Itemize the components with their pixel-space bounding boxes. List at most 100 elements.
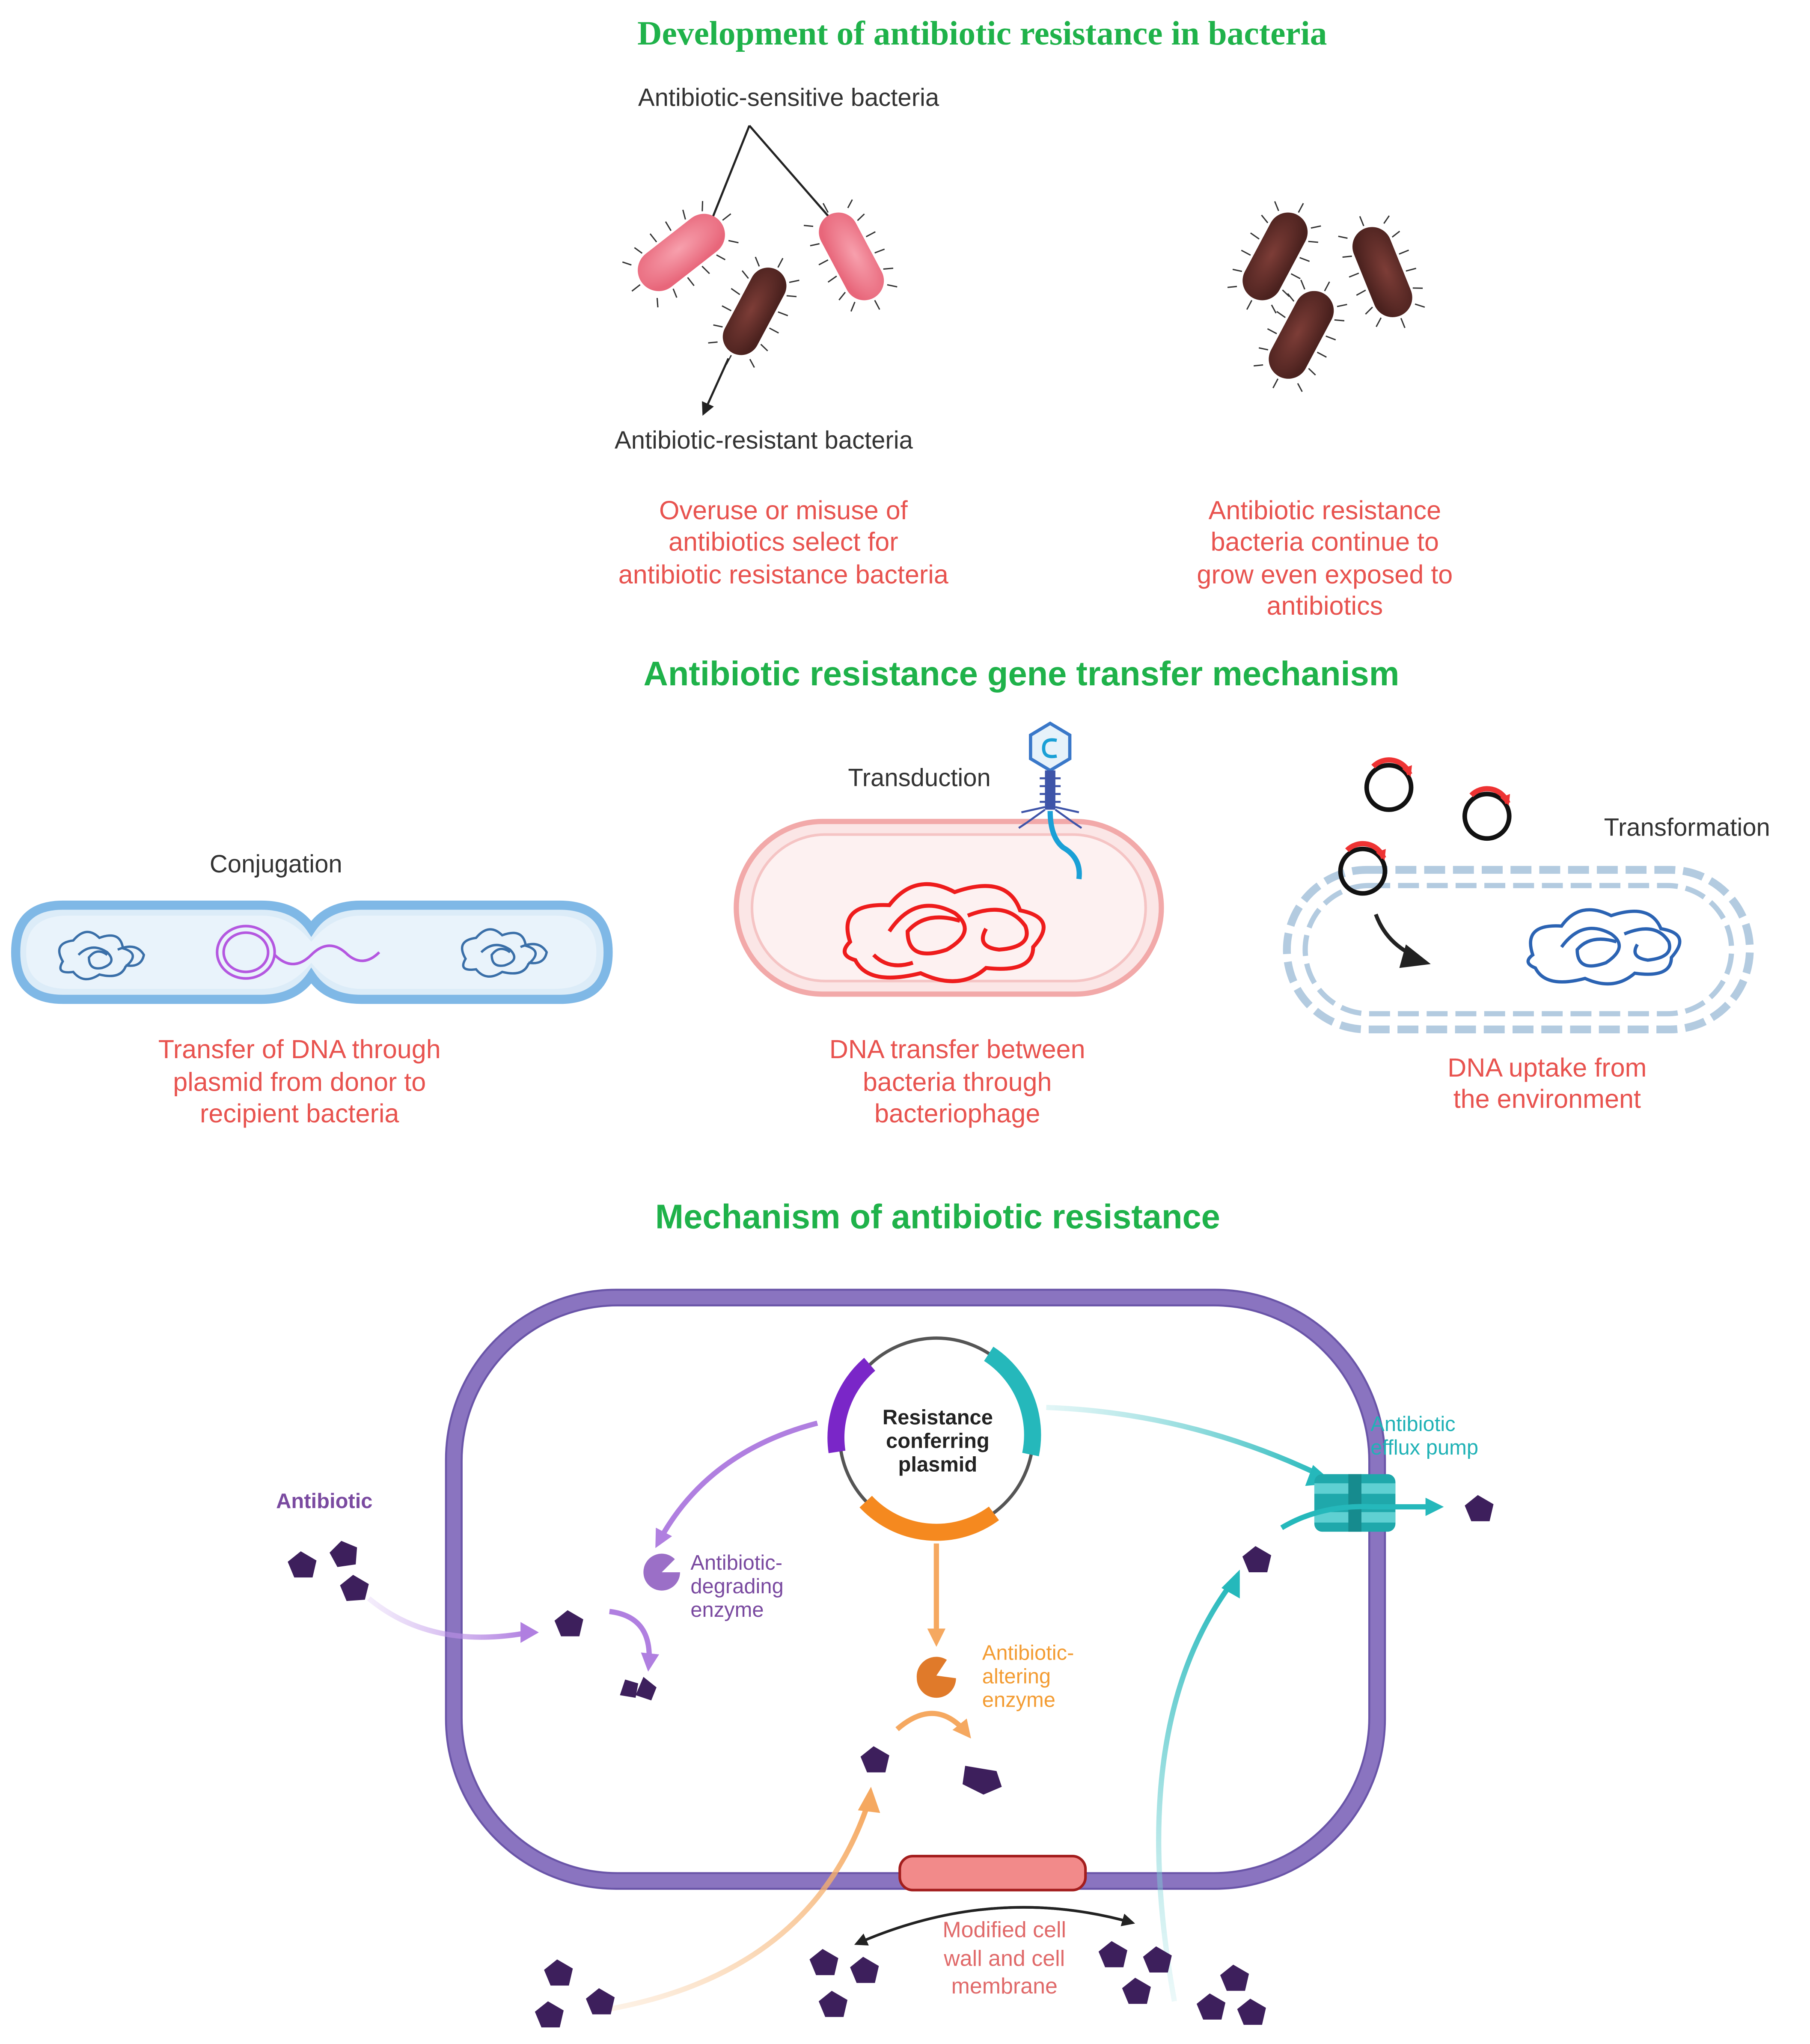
section-title-mechanism: Mechanism of antibiotic resistance	[655, 1197, 1220, 1235]
arrow-efflux-out	[1280, 1497, 1444, 1530]
arrow-wall-left	[854, 1906, 1133, 1946]
plasmid-label: Resistance conferring plasmid	[883, 1406, 993, 1476]
dna-blue-icon	[1526, 908, 1682, 986]
arrow-degradation	[609, 1609, 660, 1672]
antibiotic-molecule-icon	[340, 1575, 369, 1601]
antibiotic-molecule-icon	[1242, 1546, 1272, 1572]
antibiotic-molecule-icon	[1237, 1999, 1266, 2025]
antibiotic-molecule-icon	[962, 1766, 1002, 1795]
brown-bacterium	[708, 256, 799, 368]
antibiotic-molecule-icon	[544, 1959, 573, 1986]
brown-bacterium	[1227, 201, 1321, 314]
wall-label-line: Modified cell	[942, 1917, 1066, 1942]
altering-enzyme-label: Antibiotic- altering enzyme	[982, 1642, 1074, 1712]
chromosome-dna-icon	[58, 931, 146, 981]
plasmid-label-line: conferring	[886, 1430, 990, 1453]
arrow-antibiotic-entry-orange	[601, 1801, 871, 2013]
label-conjugation: Conjugation	[210, 850, 342, 878]
altering-enzyme-icon	[916, 1657, 956, 1698]
bacteriophage-icon	[1018, 721, 1082, 880]
enzyme-label-line: Antibiotic-	[690, 1551, 782, 1574]
chromosome-dna-icon	[461, 928, 548, 978]
antibiotic-molecule-icon	[330, 1541, 357, 1567]
antibiotic-molecule-icon	[1465, 1495, 1494, 1521]
arrow-plasmid-to-degrading-enzyme	[655, 1420, 818, 1548]
wall-label-line: wall and cell	[943, 1946, 1065, 1971]
label-transduction: Transduction	[848, 764, 990, 792]
caption-line: recipient bacteria	[200, 1099, 399, 1128]
arrow-antibiotic-to-pump	[1156, 1581, 1234, 2002]
modified-wall-label: Modified cell wall and cell membrane	[942, 1917, 1066, 1998]
antibiotic-molecule-icon	[1143, 1946, 1172, 1973]
caption-line: Overuse or misuse of	[659, 496, 908, 525]
enzyme-label-line: degrading	[690, 1575, 783, 1598]
degrading-enzyme-icon	[643, 1553, 680, 1591]
arrow-head-icon	[1221, 1569, 1240, 1599]
caption-line: Transfer of DNA through	[158, 1035, 441, 1064]
caption-line: Antibiotic resistance	[1209, 496, 1441, 525]
antibiotic-molecule-icon	[288, 1551, 317, 1578]
degrading-enzyme-label: Antibiotic- degrading enzyme	[690, 1551, 783, 1622]
resistance-plasmid-icon	[827, 1336, 1041, 1541]
antibiotic-molecule-icon	[1196, 1993, 1226, 2020]
brown-bacterium	[1338, 215, 1425, 328]
antibiotic-molecule-icon	[809, 1949, 838, 1976]
label-antibiotic-sensitive: Antibiotic-sensitive bacteria	[638, 84, 939, 112]
antibiotic-molecules	[288, 1495, 1494, 2028]
plasmid-ring-icon	[1364, 757, 1414, 812]
transduction-cell	[734, 818, 1164, 997]
antibiotic-molecule-icon	[850, 1957, 879, 1983]
brown-bacterium	[1254, 280, 1347, 392]
enzyme-label-line: altering	[982, 1665, 1051, 1688]
caption-transformation: DNA uptake from the environment	[1447, 1053, 1647, 1113]
caption-line: grow even exposed to	[1197, 560, 1453, 589]
plasmid-ring-icon	[1338, 841, 1388, 896]
caption-line: plasmid from donor to	[173, 1067, 426, 1096]
caption-line: the environment	[1453, 1084, 1641, 1113]
plasmid-label-line: Resistance	[883, 1406, 993, 1429]
antibiotic-molecule-icon	[535, 2001, 564, 2028]
dna-red-icon	[842, 882, 1046, 983]
caption-line: antibiotics select for	[669, 527, 898, 556]
caption-transduction: DNA transfer between bacteria through ba…	[829, 1035, 1085, 1128]
arrow-head-icon	[1399, 944, 1431, 968]
efflux-label-line: efflux pump	[1370, 1436, 1478, 1459]
label-antibiotic: Antibiotic	[276, 1490, 372, 1513]
enzyme-label-line: enzyme	[982, 1689, 1055, 1712]
wall-label-line: membrane	[951, 1974, 1058, 1999]
pink-bacterium	[622, 201, 739, 308]
arrow-head-icon	[858, 1787, 880, 1813]
enzyme-label-line: Antibiotic-	[982, 1642, 1074, 1665]
efflux-pump-label: Antibiotic efflux pump	[1370, 1413, 1478, 1459]
caption-line: antibiotics	[1266, 591, 1383, 620]
antibiotic-molecule-icon	[1098, 1941, 1127, 1967]
transformation-cell	[1283, 866, 1754, 1034]
label-antibiotic-resistant: Antibiotic-resistant bacteria	[615, 426, 913, 454]
conjugation-cells	[11, 900, 613, 1004]
caption-line: bacteria continue to	[1211, 527, 1439, 556]
efflux-label-line: Antibiotic	[1370, 1413, 1455, 1436]
caption-line: DNA uptake from	[1447, 1053, 1647, 1082]
antibiotic-molecule-icon	[860, 1746, 889, 1773]
antibiotic-molecule-icon	[1220, 1964, 1249, 1991]
antibiotic-molecule-icon	[586, 1988, 615, 2014]
caption-line: DNA transfer between	[829, 1035, 1085, 1064]
label-transformation: Transformation	[1604, 814, 1770, 842]
caption-line: bacteria through	[863, 1067, 1052, 1096]
antibiotic-molecule-icon	[620, 1679, 639, 1698]
arrow-plasmid-to-efflux-pump	[1046, 1404, 1322, 1478]
caption-conjugation: Transfer of DNA through plasmid from don…	[158, 1035, 441, 1128]
plasmid-transfer-icon	[216, 925, 380, 980]
efflux-pump-icon	[1314, 1474, 1396, 1532]
bacterial-cell-membrane	[445, 1288, 1386, 1890]
arrow-to-resistant-label	[702, 358, 730, 416]
caption-line: antibiotic resistance bacteria	[618, 560, 948, 589]
pink-bacterium	[803, 199, 898, 312]
enzyme-label-line: enzyme	[690, 1598, 764, 1622]
section-title-gene-transfer: Antibiotic resistance gene transfer mech…	[644, 655, 1400, 693]
antibiotic-molecule-icon	[1122, 1978, 1151, 2004]
caption-continue-to-grow: Antibiotic resistance bacteria continue …	[1197, 496, 1453, 620]
arrow-head-icon	[520, 1622, 539, 1643]
antibiotic-molecule-icon	[818, 1990, 848, 2017]
